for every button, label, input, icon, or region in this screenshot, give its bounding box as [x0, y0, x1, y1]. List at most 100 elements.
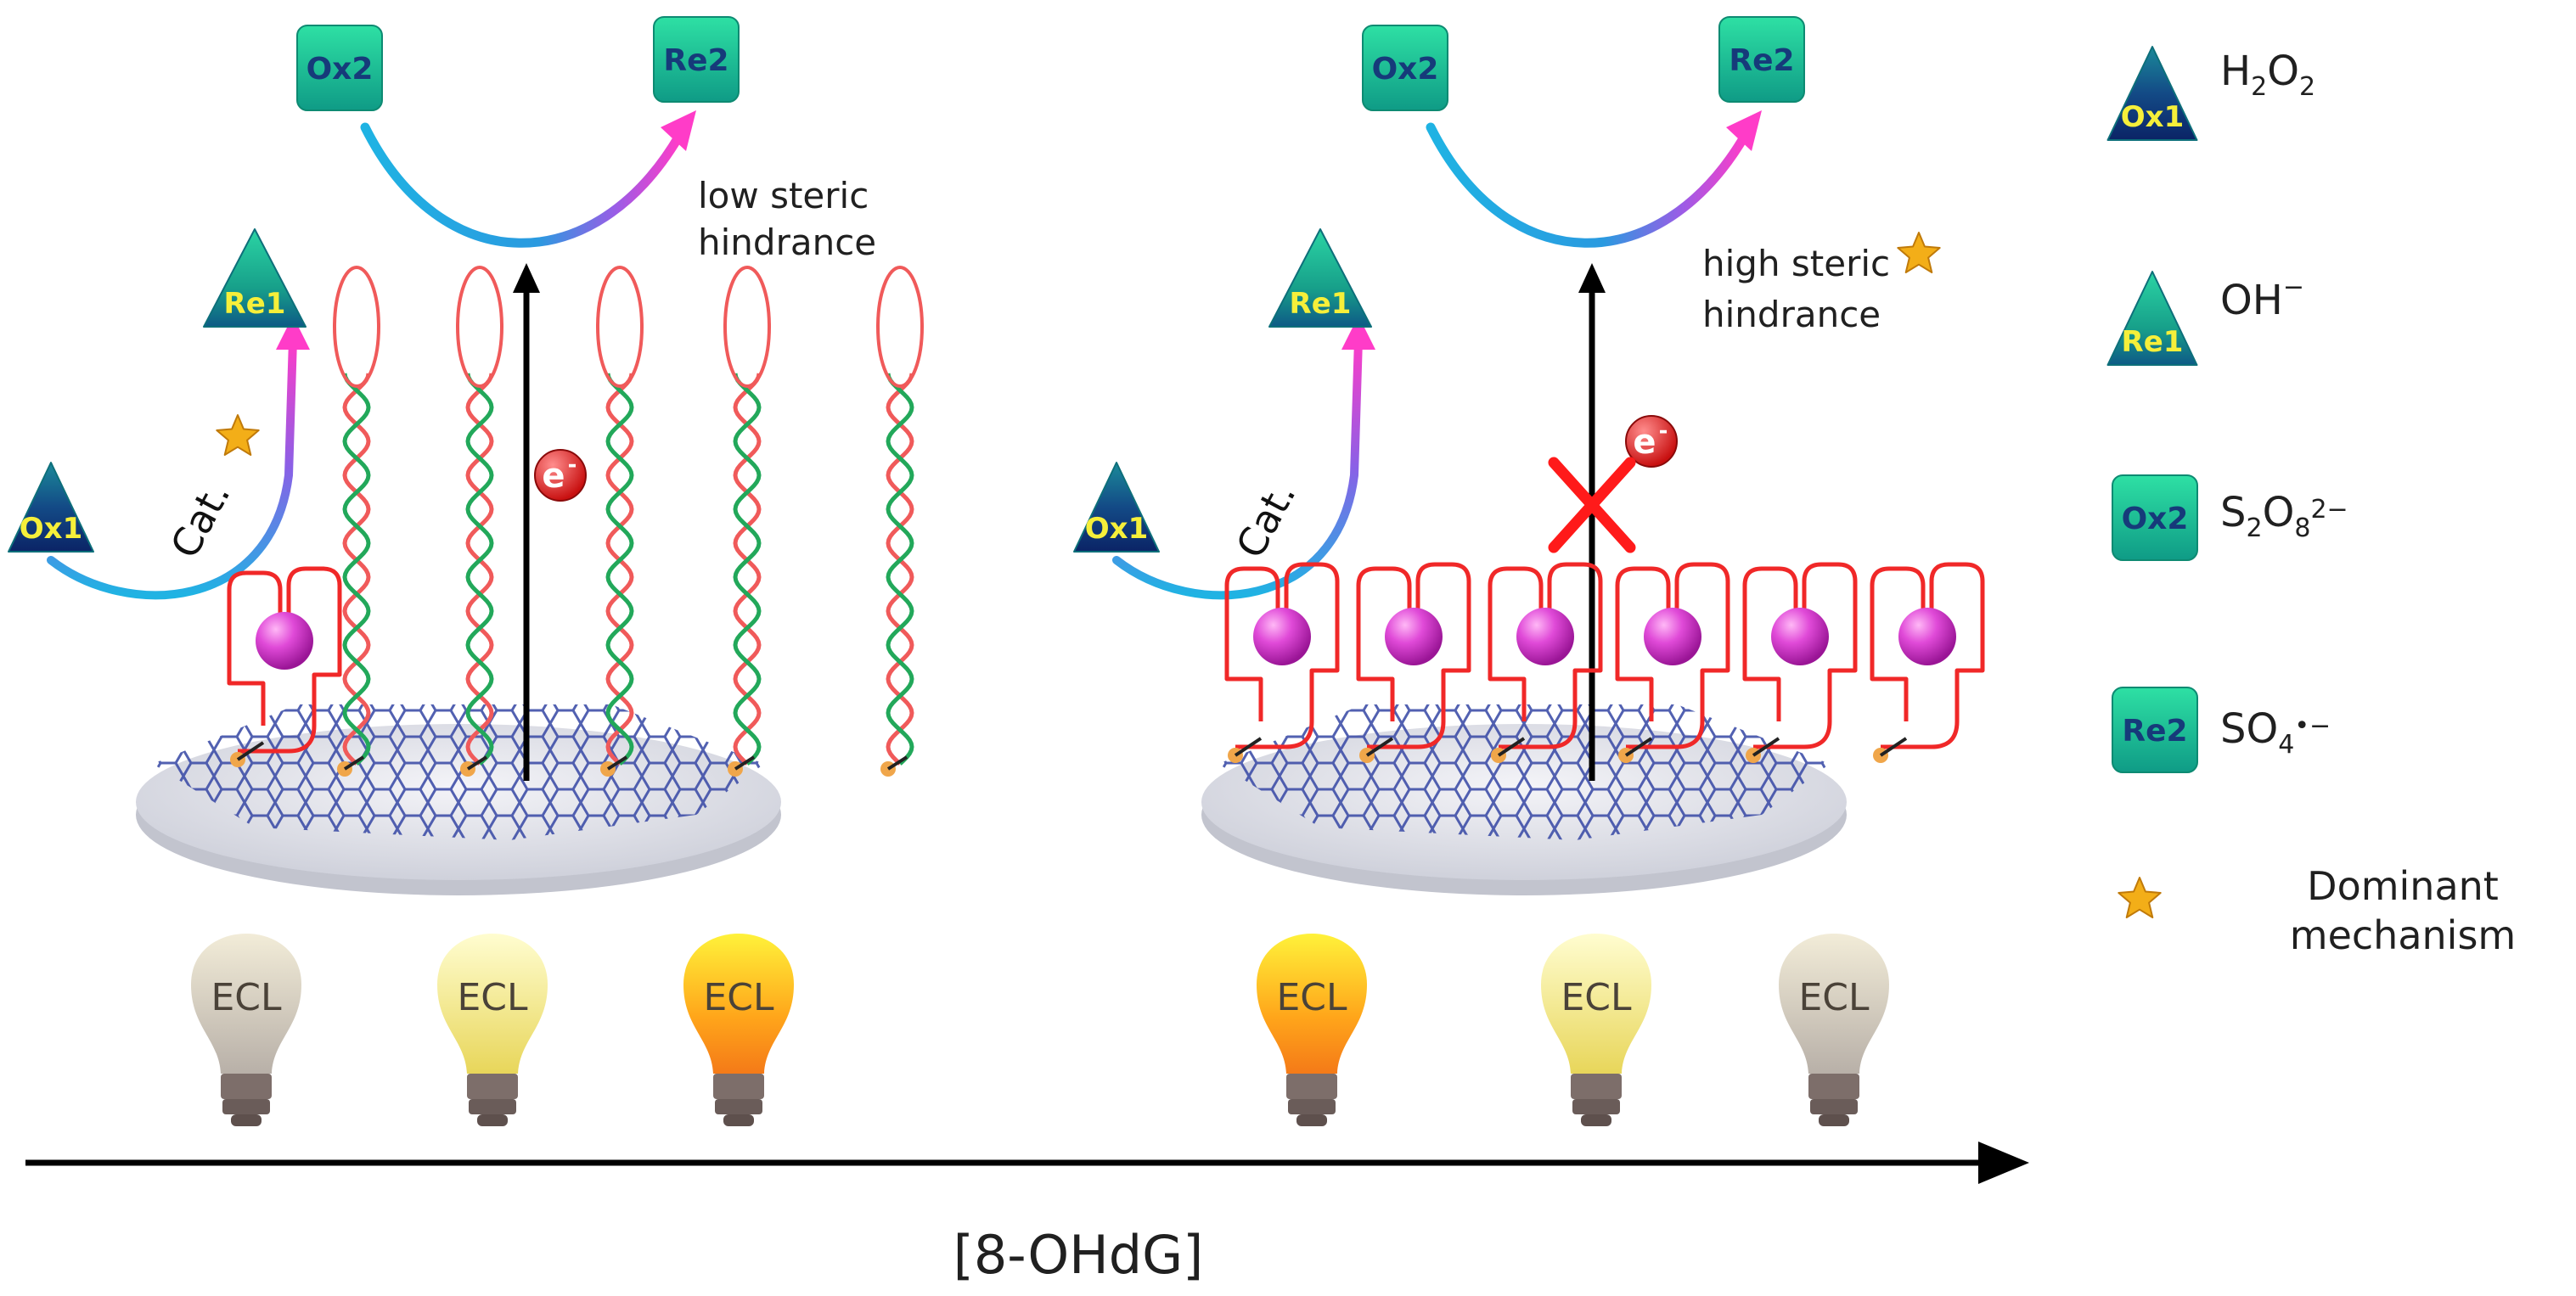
dna-strand-red	[465, 373, 494, 766]
bulb-glass	[437, 934, 548, 1074]
triangle-shape	[1268, 228, 1372, 328]
aptamer-gquadruplex	[1870, 562, 1985, 749]
aptamer-gquadruplex	[1742, 562, 1858, 749]
triangle-label: Re1	[224, 287, 286, 321]
triangle-shape	[8, 462, 94, 553]
anchor-linker	[1497, 737, 1526, 757]
box-shape	[296, 25, 383, 111]
steric-label-line2: hindrance	[698, 222, 876, 263]
bulb-base-mid	[1572, 1099, 1620, 1114]
box-label: Re2	[2122, 714, 2187, 749]
ecl-bulb: ECL	[191, 934, 301, 1126]
bulb-ecl-label: ECL	[1561, 976, 1632, 1019]
bulb-base-upper	[1286, 1074, 1337, 1099]
aptamer-target-complex	[227, 566, 342, 767]
legend-star-icon	[2118, 877, 2162, 918]
dna-hairpin-loop	[456, 266, 503, 388]
re1-triangle: Re1	[203, 228, 307, 328]
dna-strand-green	[605, 373, 634, 766]
triangle-label: Re1	[2122, 325, 2184, 359]
re2-box: Re2	[653, 16, 740, 103]
bulb-glass	[1541, 934, 1651, 1074]
graphene-lattice	[1218, 704, 1830, 840]
catalytic-arrowhead	[1341, 316, 1375, 350]
legend-ox1-triangle: Ox1	[2106, 46, 2198, 141]
aptamer-gquadruplex	[227, 566, 342, 754]
bulb-base-mid	[222, 1099, 270, 1114]
aptamer-target-complex	[1742, 562, 1858, 763]
dna-strand-red	[605, 373, 634, 766]
triangle-label: Ox1	[20, 512, 83, 546]
dna-strand-green	[342, 373, 371, 766]
dna-duplex	[456, 266, 503, 777]
target-sphere	[1644, 608, 1701, 665]
legend-ox2-box: Ox2	[2112, 474, 2198, 561]
bulb-base-mid	[1288, 1099, 1336, 1114]
ox1-triangle: Ox1	[8, 462, 94, 553]
aptamer-target-complex	[1870, 562, 1985, 763]
legend-s2o8-label: S2O82−	[2220, 489, 2348, 543]
anchor-linker	[236, 741, 265, 761]
bulb-glass	[683, 934, 794, 1074]
dna-hairpin-loop	[333, 266, 380, 388]
blocked-cross-icon	[1548, 457, 1636, 553]
electron-badge: e-	[534, 449, 587, 502]
aptamer-target-complex	[1488, 562, 1603, 763]
dna-hairpin-loop	[723, 266, 771, 388]
bulb-base-tip	[723, 1114, 754, 1126]
steric-label-line1: high steric	[1702, 243, 1890, 284]
electrochemical-arc	[360, 122, 684, 248]
anchor-linker	[1234, 737, 1263, 757]
box-label: Ox2	[307, 52, 374, 87]
dna-strand-red	[886, 373, 914, 766]
bulb-base-upper	[1571, 1074, 1622, 1099]
bulb-ecl-label: ECL	[211, 976, 282, 1019]
triangle-shape	[1073, 462, 1160, 553]
dominant-star-icon	[216, 414, 260, 456]
ecl-bulb: ECL	[1541, 934, 1651, 1126]
target-sphere	[256, 612, 313, 670]
bulb-base-tip	[477, 1114, 508, 1126]
dna-duplex	[596, 266, 644, 777]
aptamer-gquadruplex	[1356, 562, 1471, 749]
triangle-shape	[2106, 271, 2198, 366]
electron-arrowhead	[1578, 263, 1606, 293]
triangle-label: Re1	[1290, 287, 1352, 321]
box-label: Ox2	[2122, 502, 2189, 536]
catalytic-arc	[1112, 335, 1363, 600]
bulb-glass	[191, 934, 301, 1074]
anchor-linker	[734, 755, 756, 771]
axis-arrowhead	[1978, 1142, 2029, 1184]
electrochemical-arc	[1426, 122, 1750, 248]
triangle-label: Ox1	[1085, 512, 1149, 546]
ox1-triangle: Ox1	[1073, 462, 1160, 553]
dna-hairpin-loop	[876, 266, 924, 388]
triangle-shape	[203, 228, 307, 328]
bulb-base-tip	[1819, 1114, 1849, 1126]
anchor-linker	[606, 755, 628, 771]
aptamer-gquadruplex	[1224, 562, 1340, 749]
bulb-base-upper	[1808, 1074, 1859, 1099]
dna-strand-red	[342, 373, 371, 766]
legend-re1-triangle: Re1	[2106, 271, 2198, 366]
legend-re2-box: Re2	[2112, 687, 2198, 773]
steric-label-line1: low steric	[698, 175, 869, 216]
dna-duplex	[723, 266, 771, 777]
electron-badge: e-	[1625, 415, 1678, 468]
ox2-box: Ox2	[1362, 25, 1448, 111]
legend-oh-label: OH−	[2220, 272, 2304, 324]
dna-duplex	[876, 266, 924, 777]
triangle-shape	[2106, 46, 2198, 141]
dna-strand-green	[886, 373, 914, 766]
target-sphere	[1385, 608, 1443, 665]
anchor-linker	[1879, 737, 1908, 757]
bulb-base-upper	[713, 1074, 764, 1099]
box-shape	[2112, 687, 2198, 773]
aptamer-target-complex	[1615, 562, 1730, 763]
bulb-glass	[1779, 934, 1889, 1074]
electrochemical-arrowhead	[661, 110, 696, 151]
electron-circle	[534, 449, 587, 502]
box-label: Re2	[663, 43, 728, 78]
